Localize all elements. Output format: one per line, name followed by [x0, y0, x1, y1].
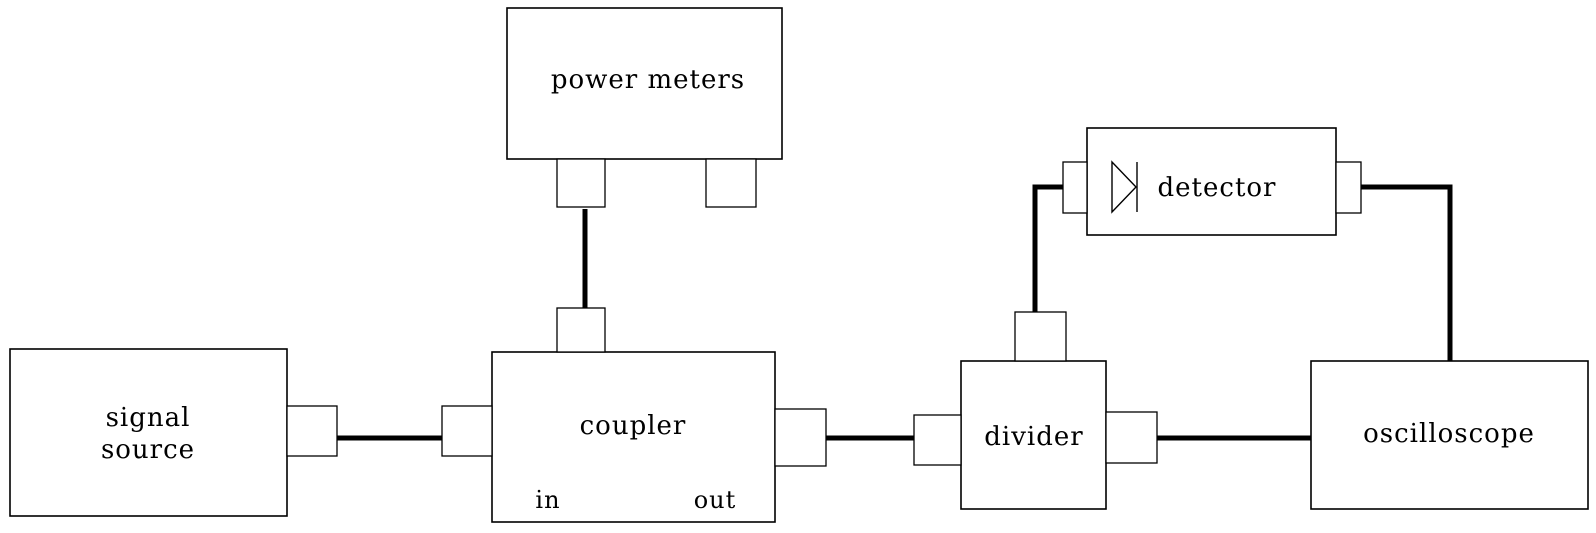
- oscilloscope-label: oscilloscope: [1363, 419, 1535, 449]
- detector-block: detector: [1062, 127, 1362, 236]
- divider-port-in: [913, 414, 962, 466]
- diode-icon: [1111, 160, 1138, 214]
- detector-label: detector: [1158, 173, 1277, 203]
- power-meters-block: power meters: [506, 7, 783, 208]
- power-meters-port-right: [705, 158, 757, 208]
- oscilloscope-box: [1310, 360, 1589, 510]
- power-meters-label: power meters: [551, 65, 745, 95]
- divider-block: divider: [913, 311, 1158, 510]
- coupler-label: coupler: [580, 411, 687, 441]
- coupler-box: [491, 351, 776, 523]
- signal-source-label-line2: source: [101, 435, 195, 465]
- divider-port-top: [1014, 311, 1067, 362]
- power-meters-box: [506, 7, 783, 160]
- coupler-port-top: [556, 307, 606, 353]
- coupler-in-label: in: [535, 486, 560, 514]
- oscilloscope-block: oscilloscope: [1310, 360, 1589, 510]
- power-meters-port-left: [556, 158, 606, 208]
- signal-source-block: signal source: [9, 348, 338, 517]
- cables: [337, 184, 1453, 441]
- detector-box: [1086, 127, 1337, 236]
- signal-source-port-out: [286, 405, 338, 457]
- signal-source-label-line1: signal: [106, 403, 191, 433]
- coupler-block: coupler in out: [441, 307, 827, 523]
- coupler-port-out: [774, 408, 827, 467]
- coupler-out-label: out: [694, 486, 737, 514]
- detector-port-in: [1062, 161, 1088, 214]
- cable-divider-to-detector: [1032, 184, 1063, 312]
- coupler-port-in: [441, 405, 493, 457]
- detector-port-out: [1335, 161, 1362, 214]
- cable-detector-to-oscilloscope: [1336, 184, 1453, 361]
- divider-label: divider: [984, 422, 1083, 452]
- divider-port-out: [1105, 411, 1158, 464]
